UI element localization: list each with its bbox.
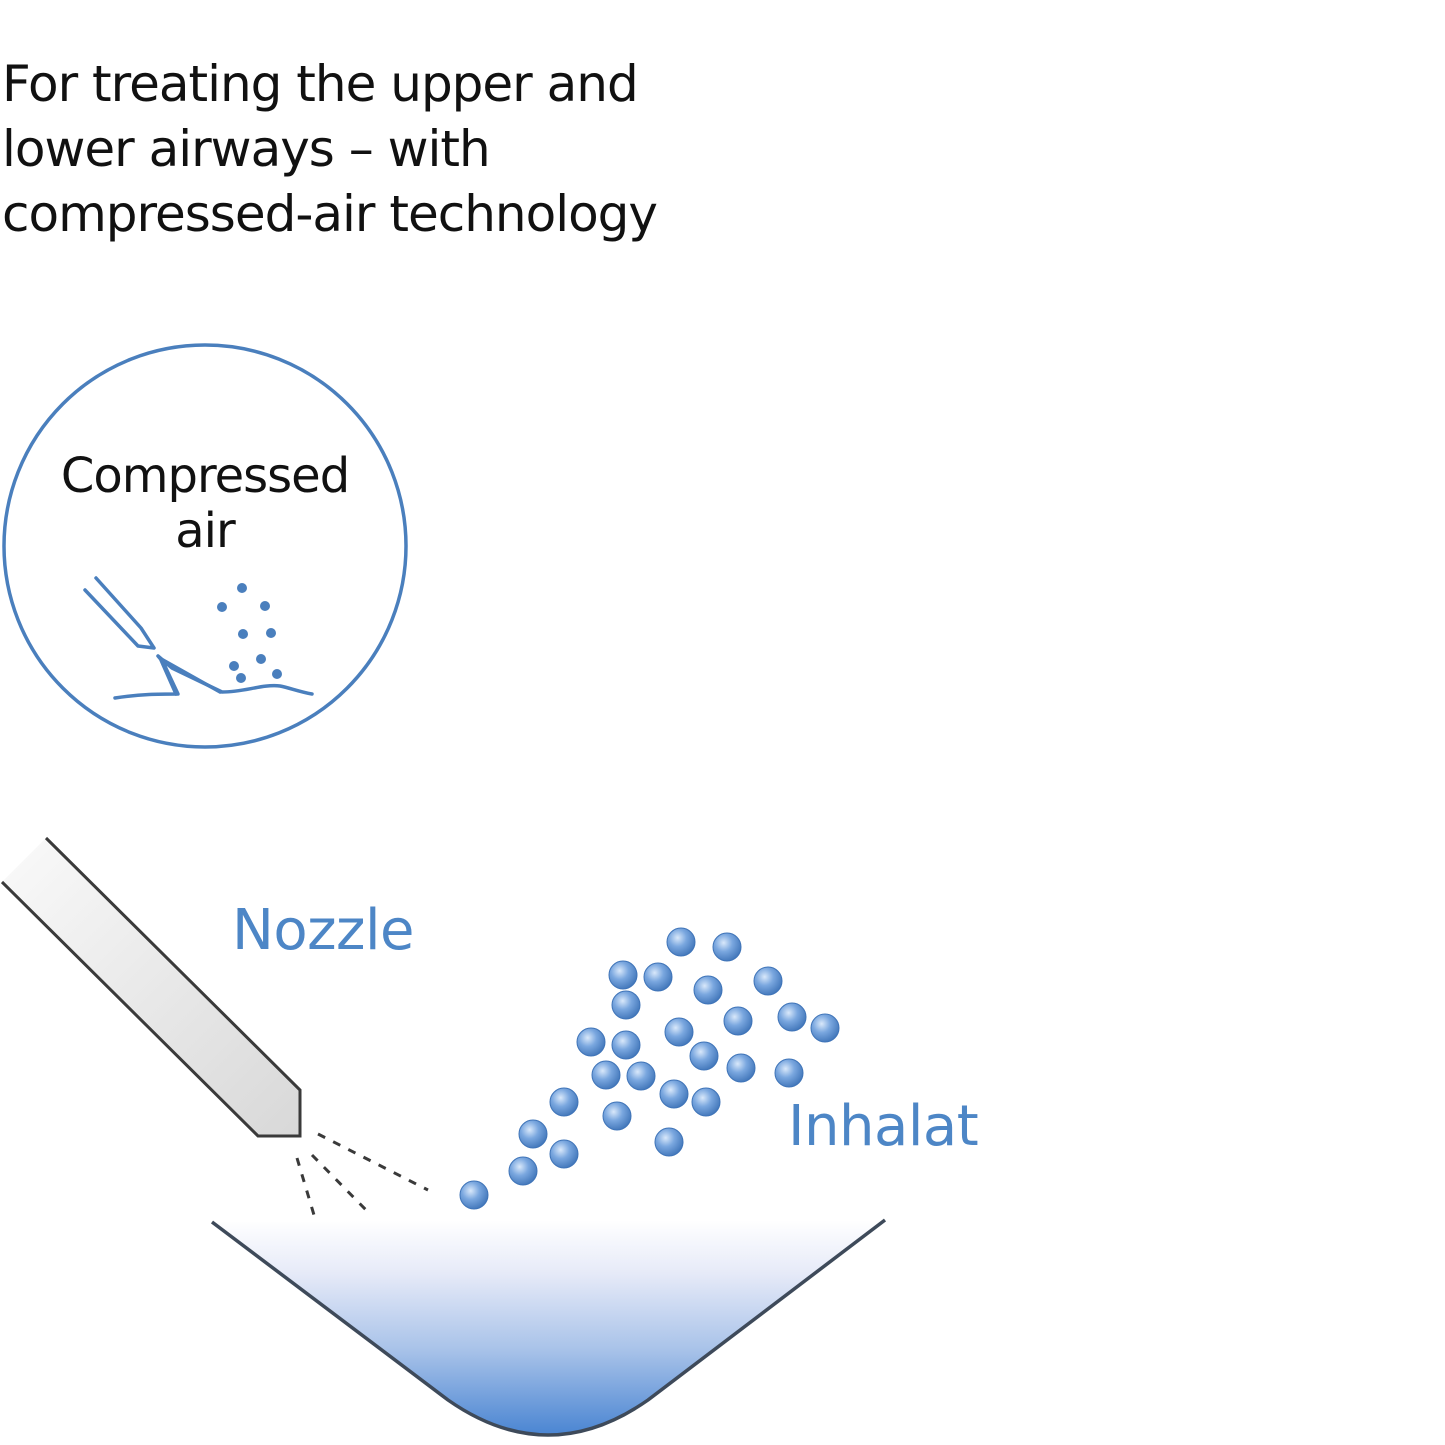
badge-label-line-1: Compressed — [60, 448, 350, 504]
badge-label-line-2: air — [175, 503, 235, 559]
heading-line-3: compressed-air technology — [2, 185, 658, 243]
heading: For treating the upper and lower airways… — [2, 52, 762, 247]
compressed-air-badge — [2, 343, 408, 749]
nozzle-label: Nozzle — [232, 898, 414, 963]
inhalat-droplets — [459, 927, 840, 1210]
heading-line-1: For treating the upper and — [2, 55, 639, 113]
spray-lines — [295, 1132, 429, 1216]
nozzle-icon — [0, 836, 302, 1138]
inhalat-label: Inhalat — [788, 1094, 979, 1159]
liquid-reservoir — [210, 1218, 887, 1437]
badge-dots — [217, 583, 282, 683]
heading-line-2: lower airways – with — [2, 120, 491, 178]
compressed-air-nozzle-icon — [83, 576, 314, 700]
